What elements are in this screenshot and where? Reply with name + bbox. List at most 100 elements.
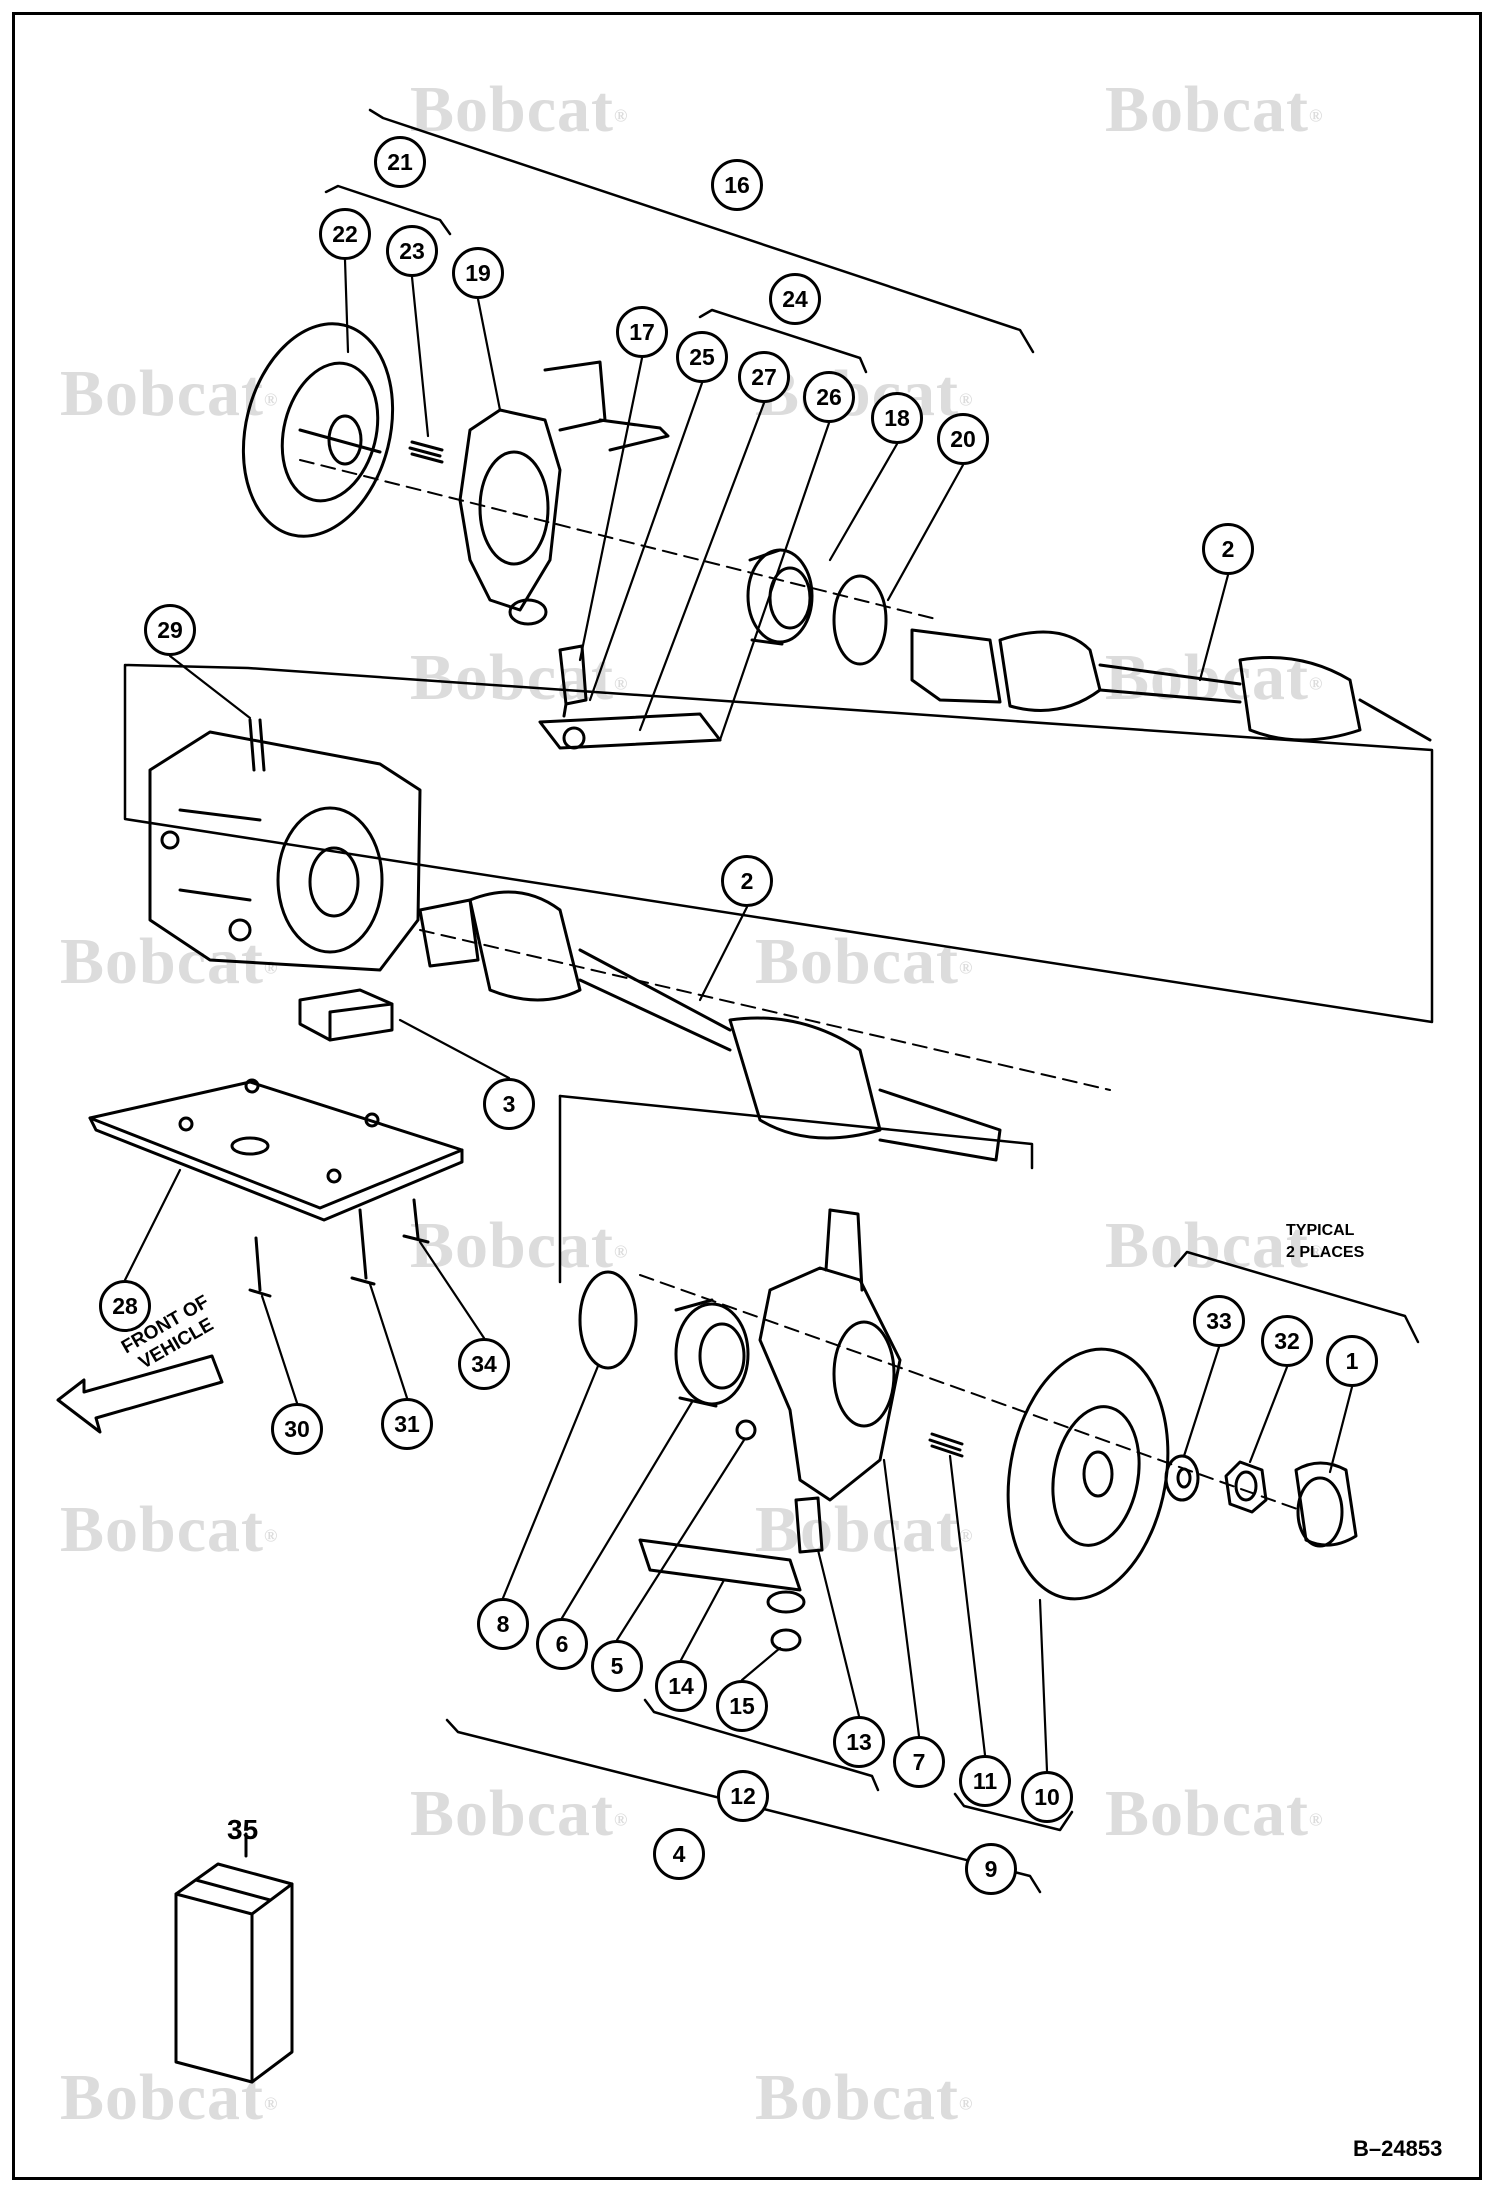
bobcat-watermark-text: Bobcat bbox=[60, 2061, 264, 2134]
bobcat-watermark-mark: ® bbox=[1309, 673, 1324, 694]
bobcat-watermark: Bobcat® bbox=[1105, 1208, 1323, 1284]
part-callout-8: 8 bbox=[477, 1598, 529, 1650]
part-callout-34: 34 bbox=[458, 1338, 510, 1390]
part-callout-2: 2 bbox=[721, 855, 773, 907]
washer-33 bbox=[1164, 1454, 1200, 1502]
bobcat-watermark: Bobcat® bbox=[1105, 72, 1323, 148]
part-callout-30: 30 bbox=[271, 1403, 323, 1455]
part-callout-13: 13 bbox=[833, 1716, 885, 1768]
part-callout-28: 28 bbox=[99, 1280, 151, 1332]
upper-ball-joint-27 bbox=[558, 644, 588, 718]
lower-stud-11 bbox=[928, 1432, 964, 1458]
part-callout-20: 20 bbox=[937, 413, 989, 465]
bobcat-watermark-text: Bobcat bbox=[1105, 1209, 1309, 1282]
part-callout-2: 2 bbox=[1202, 523, 1254, 575]
part-callout-1: 1 bbox=[1326, 1335, 1378, 1387]
part-callout-6: 6 bbox=[536, 1618, 588, 1670]
part-callout-11: 11 bbox=[959, 1755, 1011, 1807]
bobcat-watermark-mark: ® bbox=[264, 1525, 279, 1546]
bobcat-watermark-mark: ® bbox=[959, 957, 974, 978]
front-arrow bbox=[56, 1354, 224, 1434]
part-callout-31: 31 bbox=[381, 1398, 433, 1450]
part-callout-23: 23 bbox=[386, 225, 438, 277]
bobcat-watermark: Bobcat® bbox=[410, 1208, 628, 1284]
axis-lines bbox=[299, 459, 1301, 1511]
bobcat-watermark-mark: ® bbox=[1309, 1809, 1324, 1830]
bobcat-watermark-mark: ® bbox=[614, 1241, 629, 1262]
part-callout-12: 12 bbox=[717, 1770, 769, 1822]
bobcat-watermark-text: Bobcat bbox=[410, 1777, 614, 1850]
part-callout-3: 3 bbox=[483, 1078, 535, 1130]
bobcat-watermark-mark: ® bbox=[614, 1809, 629, 1830]
part-callout-7: 7 bbox=[893, 1736, 945, 1788]
upper-arm-26 bbox=[538, 712, 722, 750]
part-callout-4: 4 bbox=[653, 1828, 705, 1880]
bobcat-watermark: Bobcat® bbox=[1105, 1776, 1323, 1852]
leader-lines bbox=[123, 258, 1354, 1773]
diagram-frame bbox=[12, 12, 1482, 2180]
part-callout-14: 14 bbox=[655, 1660, 707, 1712]
lower-ball-joint-13 bbox=[794, 1496, 824, 1554]
bobcat-watermark-text: Bobcat bbox=[410, 73, 614, 146]
bobcat-watermark-mark: ® bbox=[264, 2093, 279, 2114]
bobcat-watermark-text: Bobcat bbox=[755, 2061, 959, 2134]
bobcat-watermark: Bobcat® bbox=[60, 356, 278, 432]
bracket-9 bbox=[953, 1792, 1074, 1832]
part-callout-5: 5 bbox=[591, 1640, 643, 1692]
part-callout-24: 24 bbox=[769, 273, 821, 325]
bracket-29-box bbox=[123, 663, 1434, 1024]
bobcat-watermark: Bobcat® bbox=[755, 2060, 973, 2136]
part-callout-19: 19 bbox=[452, 247, 504, 299]
bobcat-watermark-mark: ® bbox=[1309, 1241, 1324, 1262]
part-callout-33: 33 bbox=[1193, 1295, 1245, 1347]
lower-nut-5 bbox=[735, 1419, 757, 1441]
bobcat-watermark-mark: ® bbox=[959, 1525, 974, 1546]
part-callout-10: 10 bbox=[1021, 1771, 1073, 1823]
lower-ring-15 bbox=[770, 1628, 802, 1652]
lower-arm-14 bbox=[638, 1538, 806, 1614]
upper-snap-ring-20 bbox=[832, 574, 888, 666]
typical-label-line2: 2 PLACES bbox=[1286, 1244, 1365, 1261]
upper-knuckle-19 bbox=[458, 360, 670, 626]
part-callout-15: 15 bbox=[716, 1680, 768, 1732]
part-callout-26: 26 bbox=[803, 371, 855, 423]
drawing-number: B–24853 bbox=[1353, 2136, 1443, 2161]
bracket-16 bbox=[368, 108, 1035, 354]
bobcat-watermark-mark: ® bbox=[614, 673, 629, 694]
part-callout-16: 16 bbox=[711, 159, 763, 211]
bobcat-watermark: Bobcat® bbox=[755, 924, 973, 1000]
bobcat-watermark-text: Bobcat bbox=[1105, 1777, 1309, 1850]
part-callout-22: 22 bbox=[319, 208, 371, 260]
gearbox-29 bbox=[148, 718, 422, 972]
upper-axle-shaft-2 bbox=[910, 628, 1432, 742]
upper-bearing-18 bbox=[746, 548, 814, 646]
bobcat-watermark-mark: ® bbox=[614, 105, 629, 126]
cap-1 bbox=[1294, 1461, 1358, 1548]
bobcat-watermark-text: Bobcat bbox=[755, 1493, 959, 1566]
pad-3 bbox=[298, 988, 394, 1042]
bobcat-watermark-mark: ® bbox=[1309, 105, 1324, 126]
bobcat-watermark-text: Bobcat bbox=[755, 925, 959, 998]
mounting-plate-28 bbox=[88, 1078, 464, 1222]
lower-bearing-6 bbox=[674, 1298, 750, 1408]
kit-number-label: 35 bbox=[227, 1814, 259, 1845]
bobcat-watermark: Bobcat® bbox=[410, 1776, 628, 1852]
bobcat-watermark: Bobcat® bbox=[1105, 640, 1323, 716]
bracket-top-lower bbox=[558, 1094, 1034, 1170]
part-callout-29: 29 bbox=[144, 604, 196, 656]
upper-stud-23 bbox=[408, 440, 444, 464]
lower-knuckle-7 bbox=[758, 1208, 902, 1502]
bracket-12 bbox=[643, 1698, 880, 1792]
nut-32 bbox=[1224, 1460, 1268, 1514]
bracket-21 bbox=[324, 184, 452, 236]
bobcat-watermark-text: Bobcat bbox=[60, 357, 264, 430]
bobcat-watermark-mark: ® bbox=[959, 389, 974, 410]
bobcat-watermark: Bobcat® bbox=[60, 2060, 278, 2136]
part-callout-9: 9 bbox=[965, 1843, 1017, 1895]
bobcat-watermark: Bobcat® bbox=[60, 1492, 278, 1568]
bracket-typical bbox=[1173, 1250, 1420, 1344]
part-callout-25: 25 bbox=[676, 331, 728, 383]
part-callout-27: 27 bbox=[738, 351, 790, 403]
part-callout-17: 17 bbox=[616, 306, 668, 358]
